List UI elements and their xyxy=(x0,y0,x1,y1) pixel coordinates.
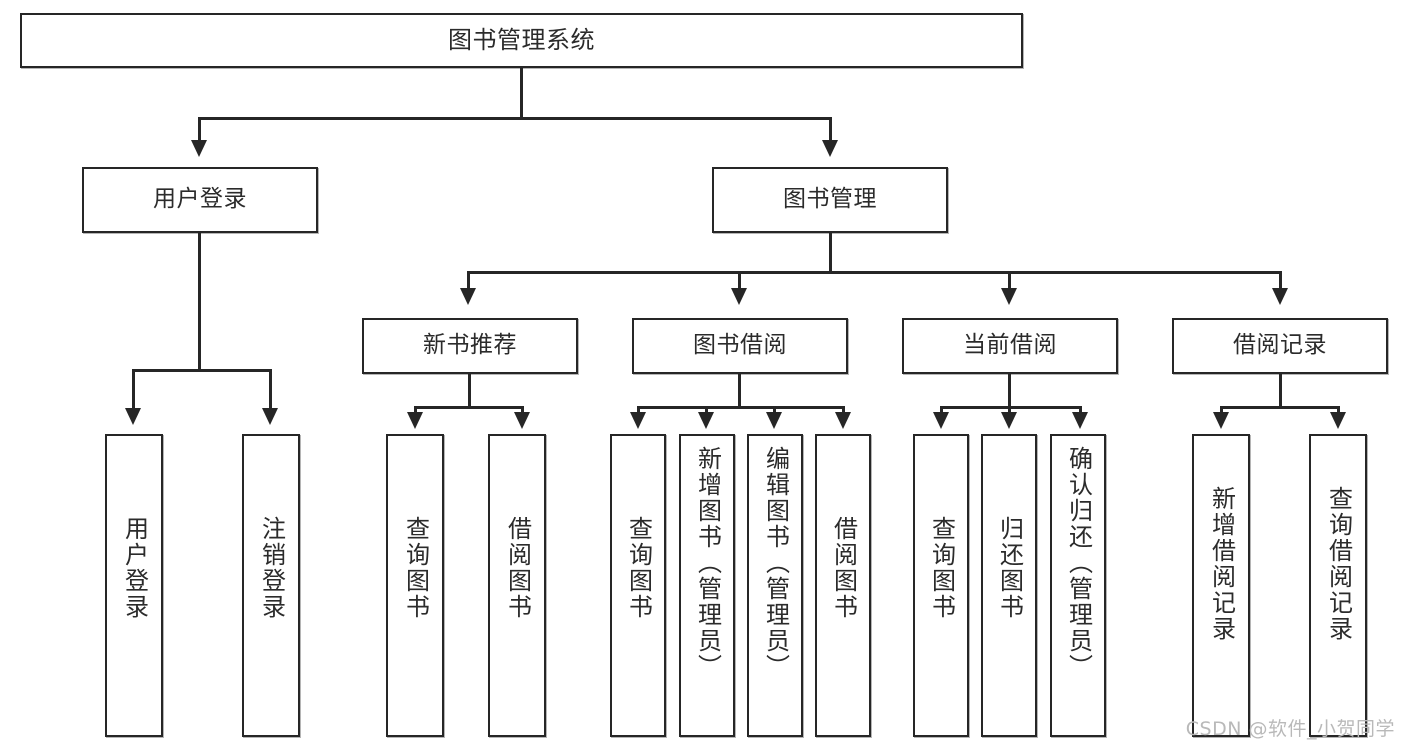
arrow-book-borrow-leaf-2 xyxy=(698,412,714,429)
node-book-management[interactable]: 图书管理 xyxy=(712,167,948,233)
arrow-current-borrow-leaf-2 xyxy=(1001,412,1017,429)
edge-user-login-drop-2 xyxy=(269,369,272,411)
node-book-borrow[interactable]: 图书借阅 xyxy=(632,318,848,374)
node-new-book-recommend[interactable]: 新书推荐 xyxy=(362,318,578,374)
arrow-borrow-record-leaf-2 xyxy=(1330,412,1346,429)
leaf-user-login-login[interactable]: 用户登录 xyxy=(105,434,163,737)
leaf-new-book-query[interactable]: 查询图书 xyxy=(386,434,444,737)
arrow-root-to-book-mgmt xyxy=(822,140,838,157)
leaf-book-borrow-add[interactable]: 新增图书（管理员） xyxy=(679,434,735,737)
leaf-book-borrow-edit[interactable]: 编辑图书（管理员） xyxy=(747,434,803,737)
node-label: 查询图书 xyxy=(401,516,430,620)
node-label: 当前借阅 xyxy=(963,332,1057,359)
edge-book-mgmt-bus xyxy=(467,271,1282,274)
node-label: 借阅记录 xyxy=(1233,332,1327,359)
edge-root-to-book-mgmt xyxy=(829,117,832,143)
leaf-user-login-logout[interactable]: 注销登录 xyxy=(242,434,300,737)
node-label: 图书管理系统 xyxy=(448,26,595,55)
edge-root-stem xyxy=(520,68,523,118)
node-label: 用户登录 xyxy=(153,186,247,213)
node-label: 编辑图书（管理员） xyxy=(761,446,790,680)
arrow-book-mgmt-to-current xyxy=(1001,288,1017,305)
arrow-borrow-record-leaf-1 xyxy=(1213,412,1229,429)
leaf-new-book-borrow[interactable]: 借阅图书 xyxy=(488,434,546,737)
edge-current-borrow-bus xyxy=(940,406,1082,409)
node-label: 确认归还（管理员） xyxy=(1064,446,1093,680)
edge-user-login-bus xyxy=(132,369,270,372)
edge-book-mgmt-stem xyxy=(829,233,832,272)
arrow-book-borrow-leaf-3 xyxy=(766,412,782,429)
node-label: 新增图书（管理员） xyxy=(693,446,722,680)
watermark-text: CSDN @软件_小贺同学 xyxy=(1185,718,1395,740)
node-label: 用户登录 xyxy=(120,516,149,620)
edge-book-borrow-stem xyxy=(738,374,741,408)
leaf-borrow-record-query[interactable]: 查询借阅记录 xyxy=(1309,434,1367,737)
edge-new-book-stem xyxy=(468,374,471,408)
node-user-login[interactable]: 用户登录 xyxy=(82,167,318,233)
node-label: 借阅图书 xyxy=(829,516,858,620)
edge-current-borrow-stem xyxy=(1008,374,1011,408)
leaf-borrow-record-add[interactable]: 新增借阅记录 xyxy=(1192,434,1250,737)
node-label: 借阅图书 xyxy=(503,516,532,620)
arrow-root-to-user-login xyxy=(191,140,207,157)
node-root-system[interactable]: 图书管理系统 xyxy=(20,13,1023,68)
node-label: 新增借阅记录 xyxy=(1207,486,1236,642)
arrow-book-mgmt-to-new-book xyxy=(460,288,476,305)
node-label: 查询图书 xyxy=(927,516,956,620)
edge-user-login-drop-1 xyxy=(132,369,135,411)
node-label: 查询借阅记录 xyxy=(1324,486,1353,642)
arrow-current-borrow-leaf-1 xyxy=(933,412,949,429)
arrow-new-book-leaf-2 xyxy=(514,412,530,429)
node-label: 图书管理 xyxy=(783,186,877,213)
edge-borrow-record-stem xyxy=(1279,374,1282,408)
leaf-book-borrow-borrow[interactable]: 借阅图书 xyxy=(815,434,871,737)
leaf-book-borrow-query[interactable]: 查询图书 xyxy=(610,434,666,737)
leaf-current-borrow-return[interactable]: 归还图书 xyxy=(981,434,1037,737)
edge-book-mgmt-drop-3 xyxy=(1008,271,1011,291)
edge-borrow-record-bus xyxy=(1220,406,1340,409)
arrow-book-borrow-leaf-1 xyxy=(630,412,646,429)
arrow-book-mgmt-to-record xyxy=(1272,288,1288,305)
edge-root-to-user-login xyxy=(198,117,201,143)
edge-book-mgmt-drop-2 xyxy=(738,271,741,291)
arrow-user-login-leaf-2 xyxy=(262,408,278,425)
edge-book-mgmt-drop-1 xyxy=(467,271,470,291)
node-borrow-record[interactable]: 借阅记录 xyxy=(1172,318,1388,374)
arrow-user-login-leaf-1 xyxy=(125,408,141,425)
edge-book-borrow-bus xyxy=(637,406,845,409)
leaf-current-borrow-confirm[interactable]: 确认归还（管理员） xyxy=(1050,434,1106,737)
edge-book-mgmt-drop-4 xyxy=(1279,271,1282,291)
edge-user-login-stem xyxy=(198,233,201,370)
node-current-borrow[interactable]: 当前借阅 xyxy=(902,318,1118,374)
node-label: 注销登录 xyxy=(257,516,286,620)
node-label: 归还图书 xyxy=(995,516,1024,620)
arrow-current-borrow-leaf-3 xyxy=(1072,412,1088,429)
arrow-book-borrow-leaf-4 xyxy=(835,412,851,429)
arrow-book-mgmt-to-borrow xyxy=(731,288,747,305)
node-label: 图书借阅 xyxy=(693,332,787,359)
leaf-current-borrow-query[interactable]: 查询图书 xyxy=(913,434,969,737)
edge-new-book-bus xyxy=(414,406,524,409)
node-label: 查询图书 xyxy=(624,516,653,620)
node-label: 新书推荐 xyxy=(423,332,517,359)
edge-root-bus xyxy=(198,117,832,120)
arrow-new-book-leaf-1 xyxy=(407,412,423,429)
